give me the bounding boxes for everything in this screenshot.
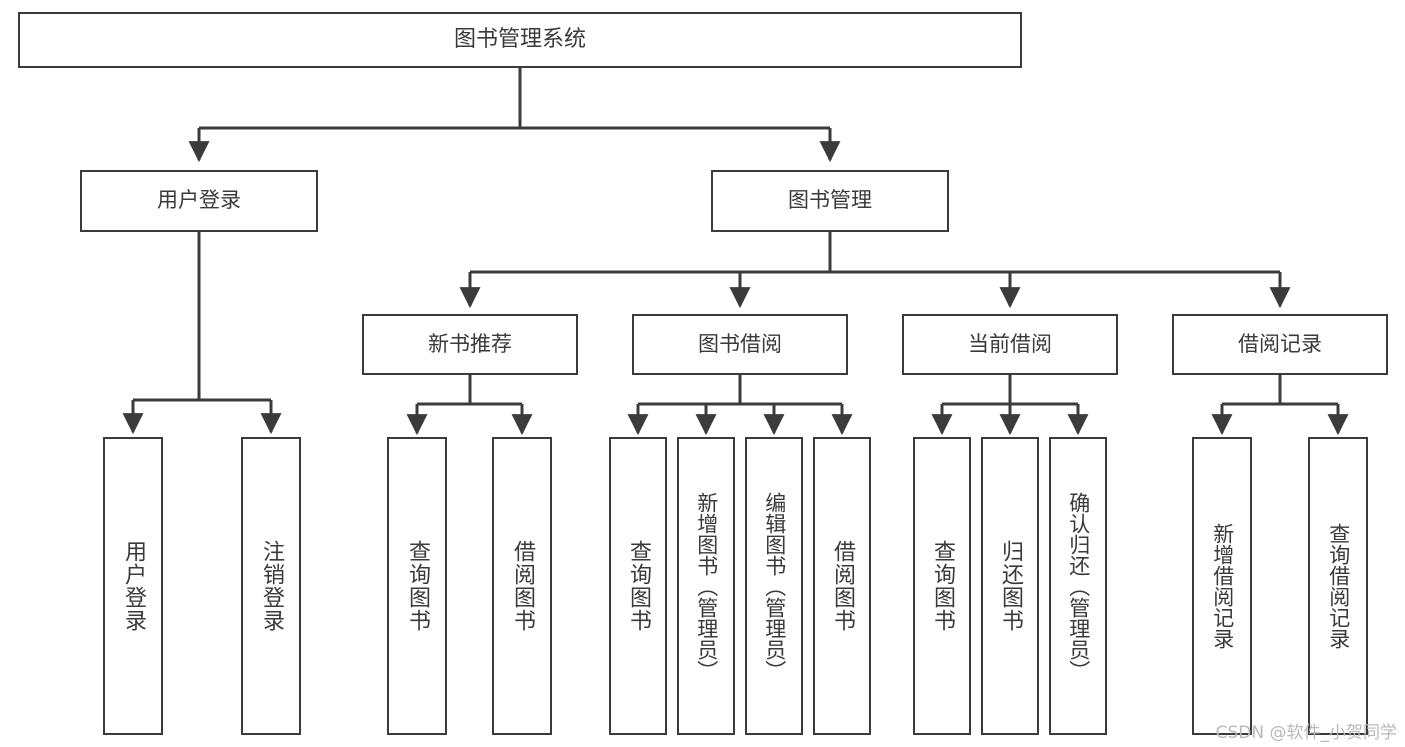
node-label: 确认归还（管理员）	[1066, 491, 1091, 681]
node-label: 借阅记录	[1238, 331, 1322, 356]
node-book-borrowing[interactable]: 图书借阅	[632, 314, 848, 375]
node-current-borrowing[interactable]: 当前借阅	[902, 314, 1118, 375]
node-label: 图书管理系统	[453, 26, 586, 52]
node-label: 查询借阅记录	[1326, 523, 1351, 649]
node-new-book-recommendation[interactable]: 新书推荐	[362, 314, 578, 375]
node-label: 图书借阅	[698, 331, 782, 356]
node-label: 归还图书	[997, 540, 1023, 632]
node-label: 查询图书	[404, 540, 430, 632]
node-leaf-add-borrow-record[interactable]: 新增借阅记录	[1192, 437, 1252, 735]
node-label: 新增借阅记录	[1210, 523, 1235, 649]
node-leaf-add-book-admin[interactable]: 新增图书（管理员）	[677, 437, 735, 735]
node-leaf-query-books-recommendation[interactable]: 查询图书	[387, 437, 447, 735]
node-leaf-query-books-borrowing[interactable]: 查询图书	[609, 437, 667, 735]
node-leaf-borrow-books-recommendation[interactable]: 借阅图书	[492, 437, 552, 735]
node-leaf-logout[interactable]: 注销登录	[241, 437, 301, 735]
node-label: 借阅图书	[829, 540, 855, 632]
node-label: 编辑图书（管理员）	[762, 491, 787, 681]
node-borrowing-records[interactable]: 借阅记录	[1172, 314, 1388, 375]
node-label: 查询图书	[929, 540, 955, 632]
node-label: 用户登录	[120, 540, 146, 632]
node-label: 用户登录	[157, 188, 241, 213]
node-root-system[interactable]: 图书管理系统	[18, 12, 1022, 68]
node-label: 当前借阅	[968, 331, 1052, 356]
node-label: 查询图书	[625, 540, 651, 632]
node-leaf-user-login[interactable]: 用户登录	[103, 437, 163, 735]
node-leaf-query-borrow-record[interactable]: 查询借阅记录	[1308, 437, 1368, 735]
node-label: 新增图书（管理员）	[694, 491, 719, 681]
node-label: 注销登录	[258, 540, 284, 632]
node-user-login-module[interactable]: 用户登录	[80, 170, 318, 232]
node-leaf-confirm-return-admin[interactable]: 确认归还（管理员）	[1049, 437, 1107, 735]
node-leaf-edit-book-admin[interactable]: 编辑图书（管理员）	[745, 437, 803, 735]
watermark-text: CSDN @软件_小贺同学	[1215, 723, 1397, 743]
node-label: 图书管理	[788, 188, 872, 213]
node-leaf-return-books[interactable]: 归还图书	[981, 437, 1039, 735]
node-book-management-module[interactable]: 图书管理	[711, 170, 949, 232]
node-label: 借阅图书	[509, 540, 535, 632]
node-leaf-borrow-books-borrowing[interactable]: 借阅图书	[813, 437, 871, 735]
node-label: 新书推荐	[428, 331, 512, 356]
node-leaf-query-books-current[interactable]: 查询图书	[913, 437, 971, 735]
